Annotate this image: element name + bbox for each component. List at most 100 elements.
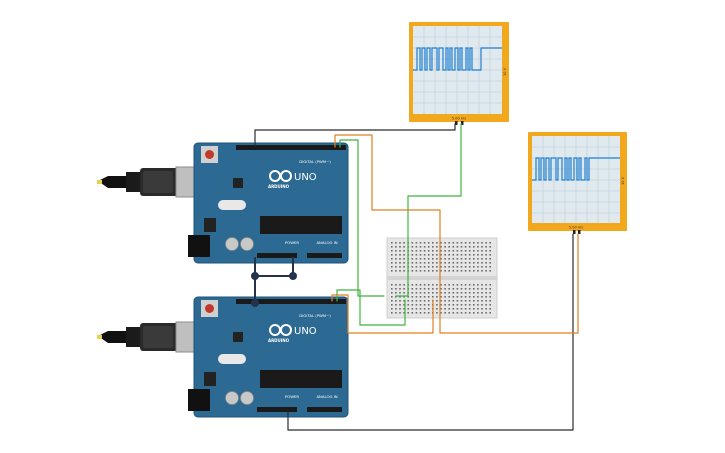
breadboard-hole[interactable] (427, 250, 430, 252)
breadboard[interactable] (386, 237, 498, 319)
breadboard-hole[interactable] (411, 246, 414, 248)
breadboard-hole[interactable] (391, 266, 393, 268)
breadboard-hole[interactable] (432, 246, 434, 248)
breadboard-hole[interactable] (436, 304, 438, 306)
breadboard-hole[interactable] (481, 262, 483, 264)
breadboard-hole[interactable] (440, 266, 442, 268)
breadboard-hole[interactable] (440, 270, 442, 272)
breadboard-hole[interactable] (448, 300, 450, 302)
breadboard-hole[interactable] (427, 258, 430, 260)
breadboard-hole[interactable] (452, 258, 455, 260)
wire-node[interactable] (251, 272, 259, 280)
breadboard-hole[interactable] (444, 288, 446, 290)
breadboard-hole[interactable] (448, 262, 450, 264)
breadboard-hole[interactable] (444, 246, 446, 248)
breadboard-hole[interactable] (440, 284, 442, 286)
breadboard-hole[interactable] (444, 300, 446, 302)
breadboard-hole[interactable] (415, 258, 418, 260)
breadboard-hole[interactable] (477, 266, 479, 268)
breadboard-hole[interactable] (473, 304, 475, 306)
breadboard-hole[interactable] (411, 266, 414, 268)
breadboard-hole[interactable] (473, 258, 475, 260)
breadboard-hole[interactable] (440, 304, 442, 306)
breadboard-hole[interactable] (456, 254, 459, 256)
breadboard-hole[interactable] (395, 284, 397, 286)
breadboard-hole[interactable] (423, 308, 426, 310)
breadboard-hole[interactable] (477, 254, 479, 256)
breadboard-hole[interactable] (415, 266, 418, 268)
breadboard-hole[interactable] (456, 296, 459, 298)
breadboard-hole[interactable] (395, 242, 397, 244)
analog-header-top[interactable] (307, 253, 342, 258)
breadboard-hole[interactable] (473, 254, 475, 256)
breadboard-hole[interactable] (440, 296, 442, 298)
breadboard-hole[interactable] (464, 246, 467, 248)
breadboard-hole[interactable] (473, 296, 475, 298)
breadboard-hole[interactable] (399, 312, 401, 314)
breadboard-hole[interactable] (436, 262, 438, 264)
breadboard-hole[interactable] (473, 242, 475, 244)
breadboard-hole[interactable] (411, 254, 414, 256)
breadboard-hole[interactable] (448, 308, 450, 310)
breadboard-hole[interactable] (411, 242, 414, 244)
power-header-bottom[interactable] (257, 407, 297, 412)
breadboard-hole[interactable] (452, 242, 455, 244)
breadboard-hole[interactable] (399, 288, 401, 290)
breadboard-hole[interactable] (473, 288, 475, 290)
breadboard-hole[interactable] (395, 250, 397, 252)
breadboard-hole[interactable] (481, 250, 483, 252)
breadboard-hole[interactable] (460, 270, 463, 272)
breadboard-hole[interactable] (391, 288, 393, 290)
breadboard-hole[interactable] (489, 246, 491, 248)
breadboard-hole[interactable] (456, 246, 459, 248)
breadboard-hole[interactable] (436, 296, 438, 298)
breadboard-hole[interactable] (399, 270, 401, 272)
breadboard-hole[interactable] (468, 242, 471, 244)
breadboard-hole[interactable] (440, 246, 442, 248)
breadboard-hole[interactable] (391, 304, 393, 306)
breadboard-hole[interactable] (444, 242, 446, 244)
breadboard-hole[interactable] (448, 250, 450, 252)
breadboard-hole[interactable] (427, 312, 430, 314)
breadboard-hole[interactable] (468, 304, 471, 306)
breadboard-hole[interactable] (485, 250, 487, 252)
breadboard-hole[interactable] (432, 266, 434, 268)
breadboard-hole[interactable] (391, 284, 393, 286)
breadboard-hole[interactable] (485, 258, 487, 260)
breadboard-hole[interactable] (464, 250, 467, 252)
wire-green-top-board[interactable] (339, 139, 385, 297)
breadboard-hole[interactable] (395, 262, 397, 264)
breadboard-hole[interactable] (473, 308, 475, 310)
breadboard-hole[interactable] (456, 258, 459, 260)
breadboard-hole[interactable] (403, 288, 405, 290)
breadboard-hole[interactable] (452, 262, 455, 264)
breadboard-hole[interactable] (444, 254, 446, 256)
breadboard-hole[interactable] (419, 304, 422, 306)
breadboard-hole[interactable] (399, 250, 401, 252)
wire-green-bottom[interactable] (336, 289, 406, 326)
breadboard-hole[interactable] (415, 304, 418, 306)
breadboard-hole[interactable] (415, 288, 418, 290)
breadboard-hole[interactable] (468, 288, 471, 290)
breadboard-hole[interactable] (481, 242, 483, 244)
breadboard-hole[interactable] (411, 304, 414, 306)
breadboard-hole[interactable] (444, 262, 446, 264)
breadboard-hole[interactable] (464, 296, 467, 298)
breadboard-hole[interactable] (477, 296, 479, 298)
breadboard-hole[interactable] (427, 242, 430, 244)
breadboard-hole[interactable] (481, 296, 483, 298)
breadboard-hole[interactable] (460, 250, 463, 252)
breadboard-hole[interactable] (473, 250, 475, 252)
breadboard-hole[interactable] (411, 270, 414, 272)
breadboard-hole[interactable] (485, 284, 487, 286)
breadboard-hole[interactable] (444, 250, 446, 252)
breadboard-hole[interactable] (468, 246, 471, 248)
breadboard-hole[interactable] (391, 296, 393, 298)
breadboard-hole[interactable] (464, 262, 467, 264)
breadboard-hole[interactable] (464, 270, 467, 272)
breadboard-hole[interactable] (436, 308, 438, 310)
breadboard-hole[interactable] (481, 246, 483, 248)
breadboard-hole[interactable] (395, 300, 397, 302)
breadboard-hole[interactable] (440, 308, 442, 310)
